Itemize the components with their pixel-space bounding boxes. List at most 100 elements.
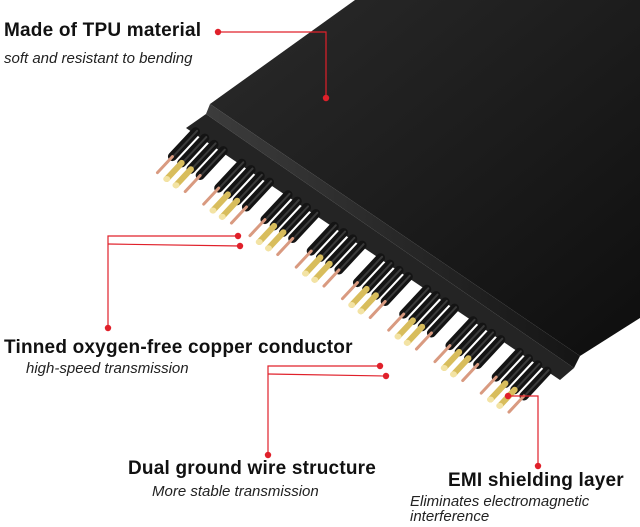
ground-wire	[340, 281, 359, 301]
ground-wire	[229, 205, 248, 225]
copper-conductor-pin	[357, 292, 379, 315]
wire-jacket-highlight	[496, 350, 522, 378]
wire-jacket-highlight	[237, 173, 263, 201]
wire-jacket-highlight	[413, 293, 439, 321]
wire-jacket-highlight	[246, 180, 273, 207]
callout-title-conductor: Tinned oxygen-free copper conductor	[4, 337, 353, 358]
copper-conductor-pin	[311, 260, 333, 283]
callout-subtitle-conductor: high-speed transmission	[26, 360, 189, 377]
ground-wire	[479, 375, 498, 395]
wire-jacket-highlight	[182, 136, 208, 163]
copper-conductor-pin	[394, 317, 416, 340]
ground-wire	[202, 186, 221, 206]
wire-jacket-highlight	[320, 230, 347, 258]
callout-subtitle-emi: Eliminates electromagnetic interference	[410, 493, 590, 525]
ground-wire	[294, 249, 313, 269]
wire-jacket-highlight	[367, 262, 393, 289]
copper-conductor-pin	[265, 229, 287, 252]
wire-jacket-highlight	[172, 129, 199, 157]
wire-jacket-highlight	[274, 199, 300, 226]
leader-dot-conductor-start	[104, 324, 112, 332]
pin-tip	[348, 301, 356, 308]
cable-edge	[206, 104, 580, 368]
wire-jacket-highlight	[422, 299, 448, 327]
wire-jacket-highlight	[459, 325, 485, 352]
wire-jacket-highlight	[431, 306, 458, 333]
wire-jacket-highlight	[191, 142, 217, 170]
copper-conductor-pin	[172, 166, 194, 189]
leader-dot-conductor-end-b	[236, 242, 244, 250]
wire-jacket-highlight	[450, 318, 476, 346]
callout-subtitle-tpu: soft and resistant to bending	[4, 50, 193, 67]
leader-dot-ground-end-b	[382, 372, 390, 380]
wire-jacket-highlight	[376, 268, 402, 296]
pin-tip	[357, 308, 365, 315]
wire-jacket-highlight	[219, 161, 245, 189]
ground-wire	[461, 363, 480, 383]
pin-tip	[163, 175, 171, 182]
pin-tip	[218, 213, 226, 220]
wire-jacket-highlight	[468, 331, 495, 359]
wire-jacket-highlight	[524, 369, 550, 396]
callout-subtitle-ground: More stable transmission	[152, 483, 319, 500]
wire-jacket-highlight	[339, 243, 365, 270]
copper-conductor-pin	[487, 380, 509, 403]
wire-jacket-highlight	[228, 167, 254, 195]
copper-conductor-pin	[450, 355, 472, 378]
pin-tip	[449, 371, 457, 378]
wire-jacket-highlight	[283, 205, 310, 233]
copper-conductor-pin	[209, 191, 231, 214]
cable-sheet	[210, 0, 640, 356]
pin-tip	[394, 333, 402, 340]
wire-jacket-highlight	[265, 192, 291, 220]
wire-jacket-highlight	[385, 274, 411, 302]
leader-dot-tpu-end	[322, 94, 330, 102]
leader-dot-emi-start	[534, 462, 542, 470]
leader-dot-ground-start	[264, 451, 272, 459]
leader-dot-tpu-start	[214, 28, 222, 36]
pin-tip	[403, 339, 411, 346]
ground-wire	[155, 155, 174, 175]
wire-jacket-highlight	[293, 211, 319, 239]
copper-conductor-pin	[219, 197, 241, 220]
callout-title-emi: EMI shielding layer	[448, 470, 624, 491]
ground-wire	[433, 344, 452, 364]
ground-wire	[387, 312, 406, 332]
wire-jacket-highlight	[311, 224, 337, 252]
copper-conductor-pin	[348, 285, 370, 308]
ground-wire	[507, 394, 526, 414]
wire-jacket-highlight	[357, 255, 384, 283]
copper-conductor-pin	[256, 222, 278, 245]
pin-tip	[264, 245, 272, 252]
leader-line-conductor-a	[107, 235, 238, 328]
wire-jacket-highlight	[200, 148, 226, 176]
pin-tip	[496, 402, 504, 409]
ground-wire	[183, 174, 202, 194]
leader-line-conductor-b	[107, 243, 241, 247]
callout-title-ground: Dual ground wire structure	[128, 458, 377, 479]
copper-conductor-pin	[441, 348, 463, 371]
pin-tip	[486, 396, 494, 403]
pin-tip	[311, 276, 319, 283]
leader-dot-conductor-end-a	[234, 232, 242, 240]
leader-line-ground-a	[267, 365, 380, 455]
wire-jacket-highlight	[505, 356, 532, 384]
copper-conductor-pin	[163, 159, 185, 182]
ground-wire	[248, 218, 267, 238]
leader-dot-ground-end-a	[376, 362, 384, 370]
ground-wire	[276, 237, 295, 257]
pin-tip	[440, 364, 448, 371]
ground-wire	[368, 300, 387, 320]
wire-jacket-highlight	[478, 337, 504, 365]
wire-jacket-highlight	[404, 287, 430, 315]
copper-conductor-pin	[404, 323, 426, 346]
callout-title-tpu: Made of TPU material	[4, 20, 202, 41]
pin-tip	[209, 207, 217, 214]
wire-jacket-highlight	[515, 362, 541, 390]
pin-tip	[301, 270, 309, 277]
pin-tip	[255, 238, 263, 245]
leader-line-tpu	[218, 31, 327, 98]
cable-step	[186, 114, 574, 380]
copper-conductor-pin	[302, 254, 324, 277]
